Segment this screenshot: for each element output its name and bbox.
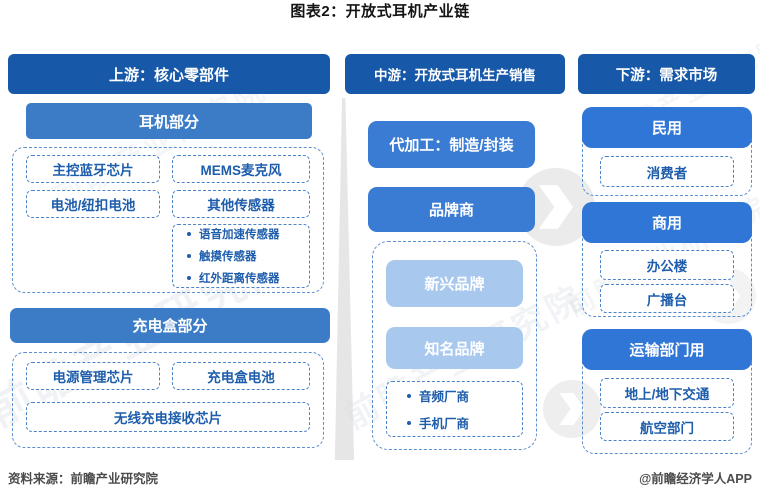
part-box-battery: 电池/纽扣电池 [26, 190, 160, 218]
part-box-other-sensors: 其他传感器 [172, 190, 310, 218]
watermark-logo-icon [543, 380, 601, 438]
brand-bullet-list: 音频厂商 手机厂商 [386, 381, 523, 437]
market-box-ground-transit: 地上/地下交通 [600, 378, 734, 408]
emerging-brands-block: 新兴品牌 [386, 260, 523, 307]
market-box-broadcast: 广播台 [600, 284, 734, 313]
part-box-case-battery: 充电盒电池 [172, 362, 310, 390]
list-item: 红外距离传感器 [187, 270, 309, 286]
brand-group [372, 241, 537, 450]
brand-vendor-block: 品牌商 [368, 187, 535, 232]
part-box-power-mgmt-chip: 电源管理芯片 [26, 362, 160, 390]
list-item: 触摸传感器 [187, 248, 309, 264]
page-title: 图表2：开放式耳机产业链 [290, 3, 470, 20]
earphone-section-bar: 耳机部分 [26, 103, 312, 139]
oem-block: 代加工：制造/封装 [368, 121, 535, 168]
market-box-consumers: 消费者 [600, 156, 734, 187]
downstream-header: 下游：需求市场 [578, 54, 755, 94]
charging-case-section-bar: 充电盒部分 [10, 308, 330, 343]
commercial-section-bar: 商用 [582, 202, 752, 243]
sensor-bullet-list: 语音加速传感器 触摸传感器 红外距离传感器 [172, 224, 310, 288]
part-box-mems-mic: MEMS麦克风 [172, 155, 310, 183]
upstream-header: 上游：核心零部件 [8, 54, 330, 94]
list-item: 手机厂商 [407, 413, 522, 432]
market-box-aviation: 航空部门 [600, 412, 734, 441]
civilian-section-bar: 民用 [582, 107, 752, 148]
watermark-wedge [334, 98, 355, 460]
market-box-office: 办公楼 [600, 250, 734, 280]
credit-note: @前瞻经济学人APP [639, 472, 752, 486]
list-item: 语音加速传感器 [187, 226, 309, 242]
famous-brands-block: 知名品牌 [386, 327, 523, 369]
midstream-header: 中游：开放式耳机生产销售 [345, 54, 565, 94]
part-box-wireless-charging-chip: 无线充电接收芯片 [26, 402, 310, 432]
source-note: 资料来源：前瞻产业研究院 [8, 472, 159, 486]
charging-parts-group [12, 352, 324, 448]
list-item: 音频厂商 [407, 386, 522, 405]
earphone-parts-group [12, 147, 324, 293]
transport-section-bar: 运输部门用 [582, 329, 752, 370]
part-box-bluetooth-chip: 主控蓝牙芯片 [26, 155, 160, 183]
